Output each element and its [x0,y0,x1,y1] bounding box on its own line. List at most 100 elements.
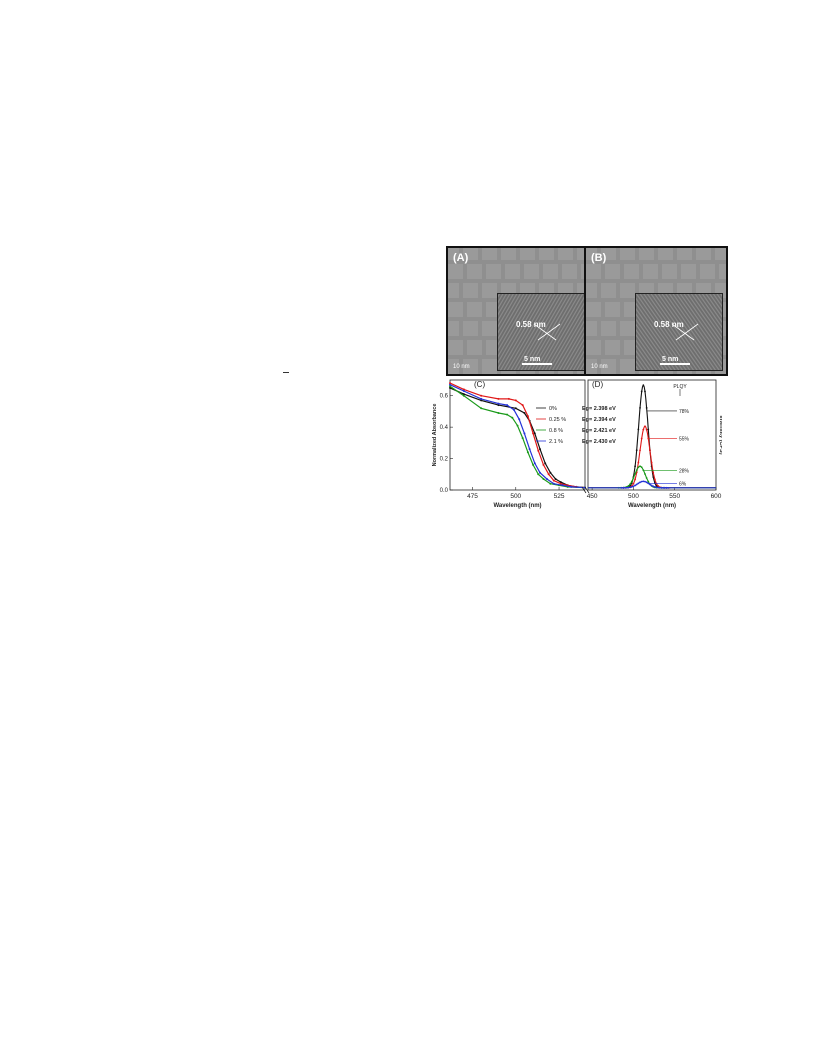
nanocube [586,321,597,336]
absorbance-point [507,397,510,400]
pl-point [649,449,651,452]
absorbance-point [539,471,541,474]
panel-label-c: (C) [474,380,485,389]
lattice-fringes [636,294,722,370]
pl-point [632,477,635,479]
fringe-line [514,294,584,370]
nanocube [463,283,478,298]
pl-point [663,486,666,489]
fringe-line [667,294,722,370]
fringe-line [640,294,722,370]
nanocube [605,340,620,355]
fringe-line [524,294,584,370]
pl-point [642,384,645,387]
absorbance-point [559,481,562,484]
fringe-line [674,294,722,370]
pl-point [637,466,640,469]
plot-frame [587,379,717,491]
absorbance-point [545,478,548,480]
spacing-marker [671,323,695,341]
absorbance-point [523,412,526,414]
pl-point [622,486,625,489]
absorbance-point [521,437,524,440]
x-tick-label: 500 [510,493,521,500]
absorbance-series-line [449,385,586,489]
absorbance-point [554,478,557,480]
pl-point [629,483,632,486]
fringe-line [498,294,559,370]
nanocube [448,264,463,279]
nanocube [558,248,573,260]
nanocube [520,248,535,260]
absorbance-point [480,407,483,410]
fringe-line [563,301,584,370]
absorbance-point [497,404,500,407]
fringe-line [636,294,707,370]
fringe-line [636,294,704,370]
nanocube [586,340,601,355]
nanocube [448,302,463,317]
nanocube [463,321,478,336]
nanocube [448,321,459,336]
fringe-line [501,294,583,370]
panel-label-a: (A) [453,252,469,264]
y-axis-label: Intensity (CPS) [718,415,722,454]
pl-point [658,486,661,489]
scale-label-a: 10 nm [453,364,470,370]
fringe-line [498,294,562,370]
nanocube [543,264,558,279]
absorbance-series-line [449,384,586,489]
fringe-line [498,294,565,370]
fringe-line [498,294,575,370]
y-axis-label: Normalized Absorbance [432,404,438,467]
nanocube [482,321,497,336]
nanocube [601,359,616,374]
inset-scale-bar-b [660,363,690,365]
pl-point [647,480,650,483]
absorbance-point [449,382,451,385]
plqy-value: 6% [679,482,687,488]
pl-point [639,449,641,452]
absorbance-point [542,478,545,480]
nanocube [586,359,597,374]
legend-label: 0.8 % [549,428,563,434]
legend-bandgap: Eg= 2.421 eV [582,428,616,434]
pl-point [637,461,640,464]
fringe-line [498,294,557,370]
fringe-line [498,294,572,370]
x-tick-label: 475 [467,493,478,500]
fringe-line [636,294,722,370]
absorbance-point [449,385,451,388]
absorbance-point [561,484,564,487]
pl-point [645,477,648,479]
fringe-line [642,294,722,370]
y-tick-label: 0.2 [440,457,449,463]
absorbance-point [559,482,562,485]
panel-label-d: (D) [592,380,603,389]
absorbance-point [516,424,519,427]
pl-point [625,486,628,489]
fringe-line [652,294,722,370]
absorbance-point [462,393,465,396]
nanocube [448,340,463,355]
nanocube [639,248,654,260]
nanocube [448,283,459,298]
fringe-line [636,294,722,370]
pl-point [665,486,668,489]
x-tick-label: 550 [669,493,680,500]
pl-point [624,486,627,489]
nanocube [448,359,459,374]
absorbance-point [513,408,516,411]
fringe-line [636,294,689,370]
y-tick-label: 0.4 [440,425,449,431]
fringe-line [534,294,584,370]
inset-scale-label-b: 5 nm [662,356,679,363]
plqy-label: PLQY [673,384,687,390]
fringe-line [637,294,722,370]
fringe-line [659,294,722,370]
pl-point [639,465,641,468]
nanocube [501,248,516,260]
pl-point [630,486,633,488]
